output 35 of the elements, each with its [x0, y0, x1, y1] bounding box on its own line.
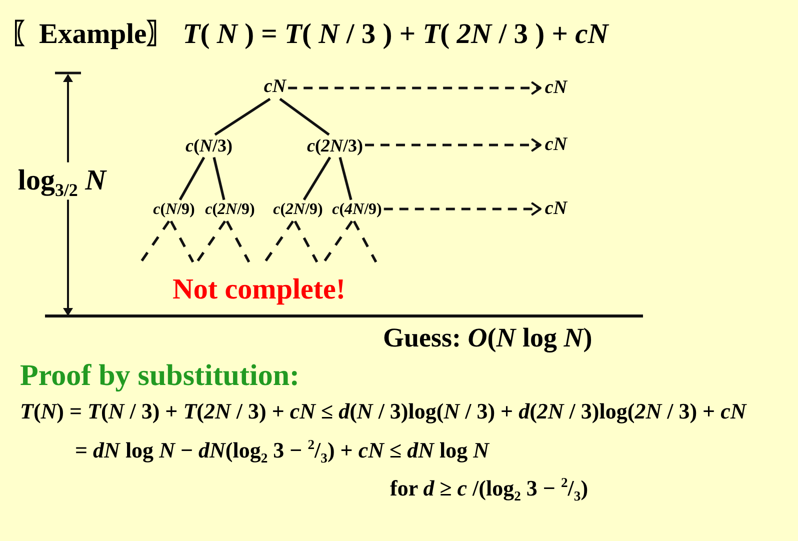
height-label: log$_{3/2}$ N [18, 164, 106, 198]
dashed-branch [140, 220, 170, 263]
tree-branch [338, 157, 352, 200]
cost-term: cN [544, 134, 568, 156]
dashed-branch [294, 220, 318, 263]
note-text: Not complete! [172, 273, 346, 307]
cost-term: c(2N/9) [205, 200, 255, 220]
cost-term: cN [544, 77, 568, 99]
tree-branch [279, 98, 330, 136]
formula-line: T(N) = T(N / 3) + T(2N / 3) + cN ≤ d(N / 3)log(N / 3) + d(2N / 3)log(2N / 3) + cN [20, 398, 746, 424]
cost-term: c(N/9) [153, 200, 195, 220]
dashed-arrow [288, 81, 542, 95]
formula-line: = dN log N − dN(log$_{2}$ 3 − $^{2}$/$_{3}$) + cN ≤ dN log N [75, 437, 489, 463]
dashed-branch [264, 220, 294, 263]
section-heading: Proof by substitution: [20, 358, 300, 394]
dashed-branch [352, 220, 378, 263]
tree-branch [302, 156, 332, 200]
formula-line: for d ≥ c /(log$_{2}$ 3 − $^{2}$/$_{3}$) [390, 475, 588, 501]
cost-term: cN [544, 198, 568, 220]
tree-branch [214, 98, 271, 136]
dashed-arrow [365, 138, 542, 152]
dashed-branch [170, 220, 194, 263]
dashed-branch [322, 220, 354, 263]
cost-term: c(N/3) [186, 136, 232, 156]
dashed-arrow [384, 202, 542, 216]
dashed-branch [226, 220, 250, 263]
dashed-branch [196, 220, 226, 263]
cost-term: c(2N/9) [273, 200, 323, 220]
tree-branch [178, 156, 206, 200]
guess-text: Guess: O(N log N) [383, 322, 592, 354]
cost-term: cN [264, 76, 286, 98]
tree-branch [212, 157, 226, 200]
title-heading: 〖Example〗 T( N ) = T( N / 3 ) + T( 2N / 3 ) + cN [10, 19, 608, 52]
cost-term: c(4N/9) [332, 200, 382, 220]
cost-term: c(2N/3) [307, 136, 363, 156]
